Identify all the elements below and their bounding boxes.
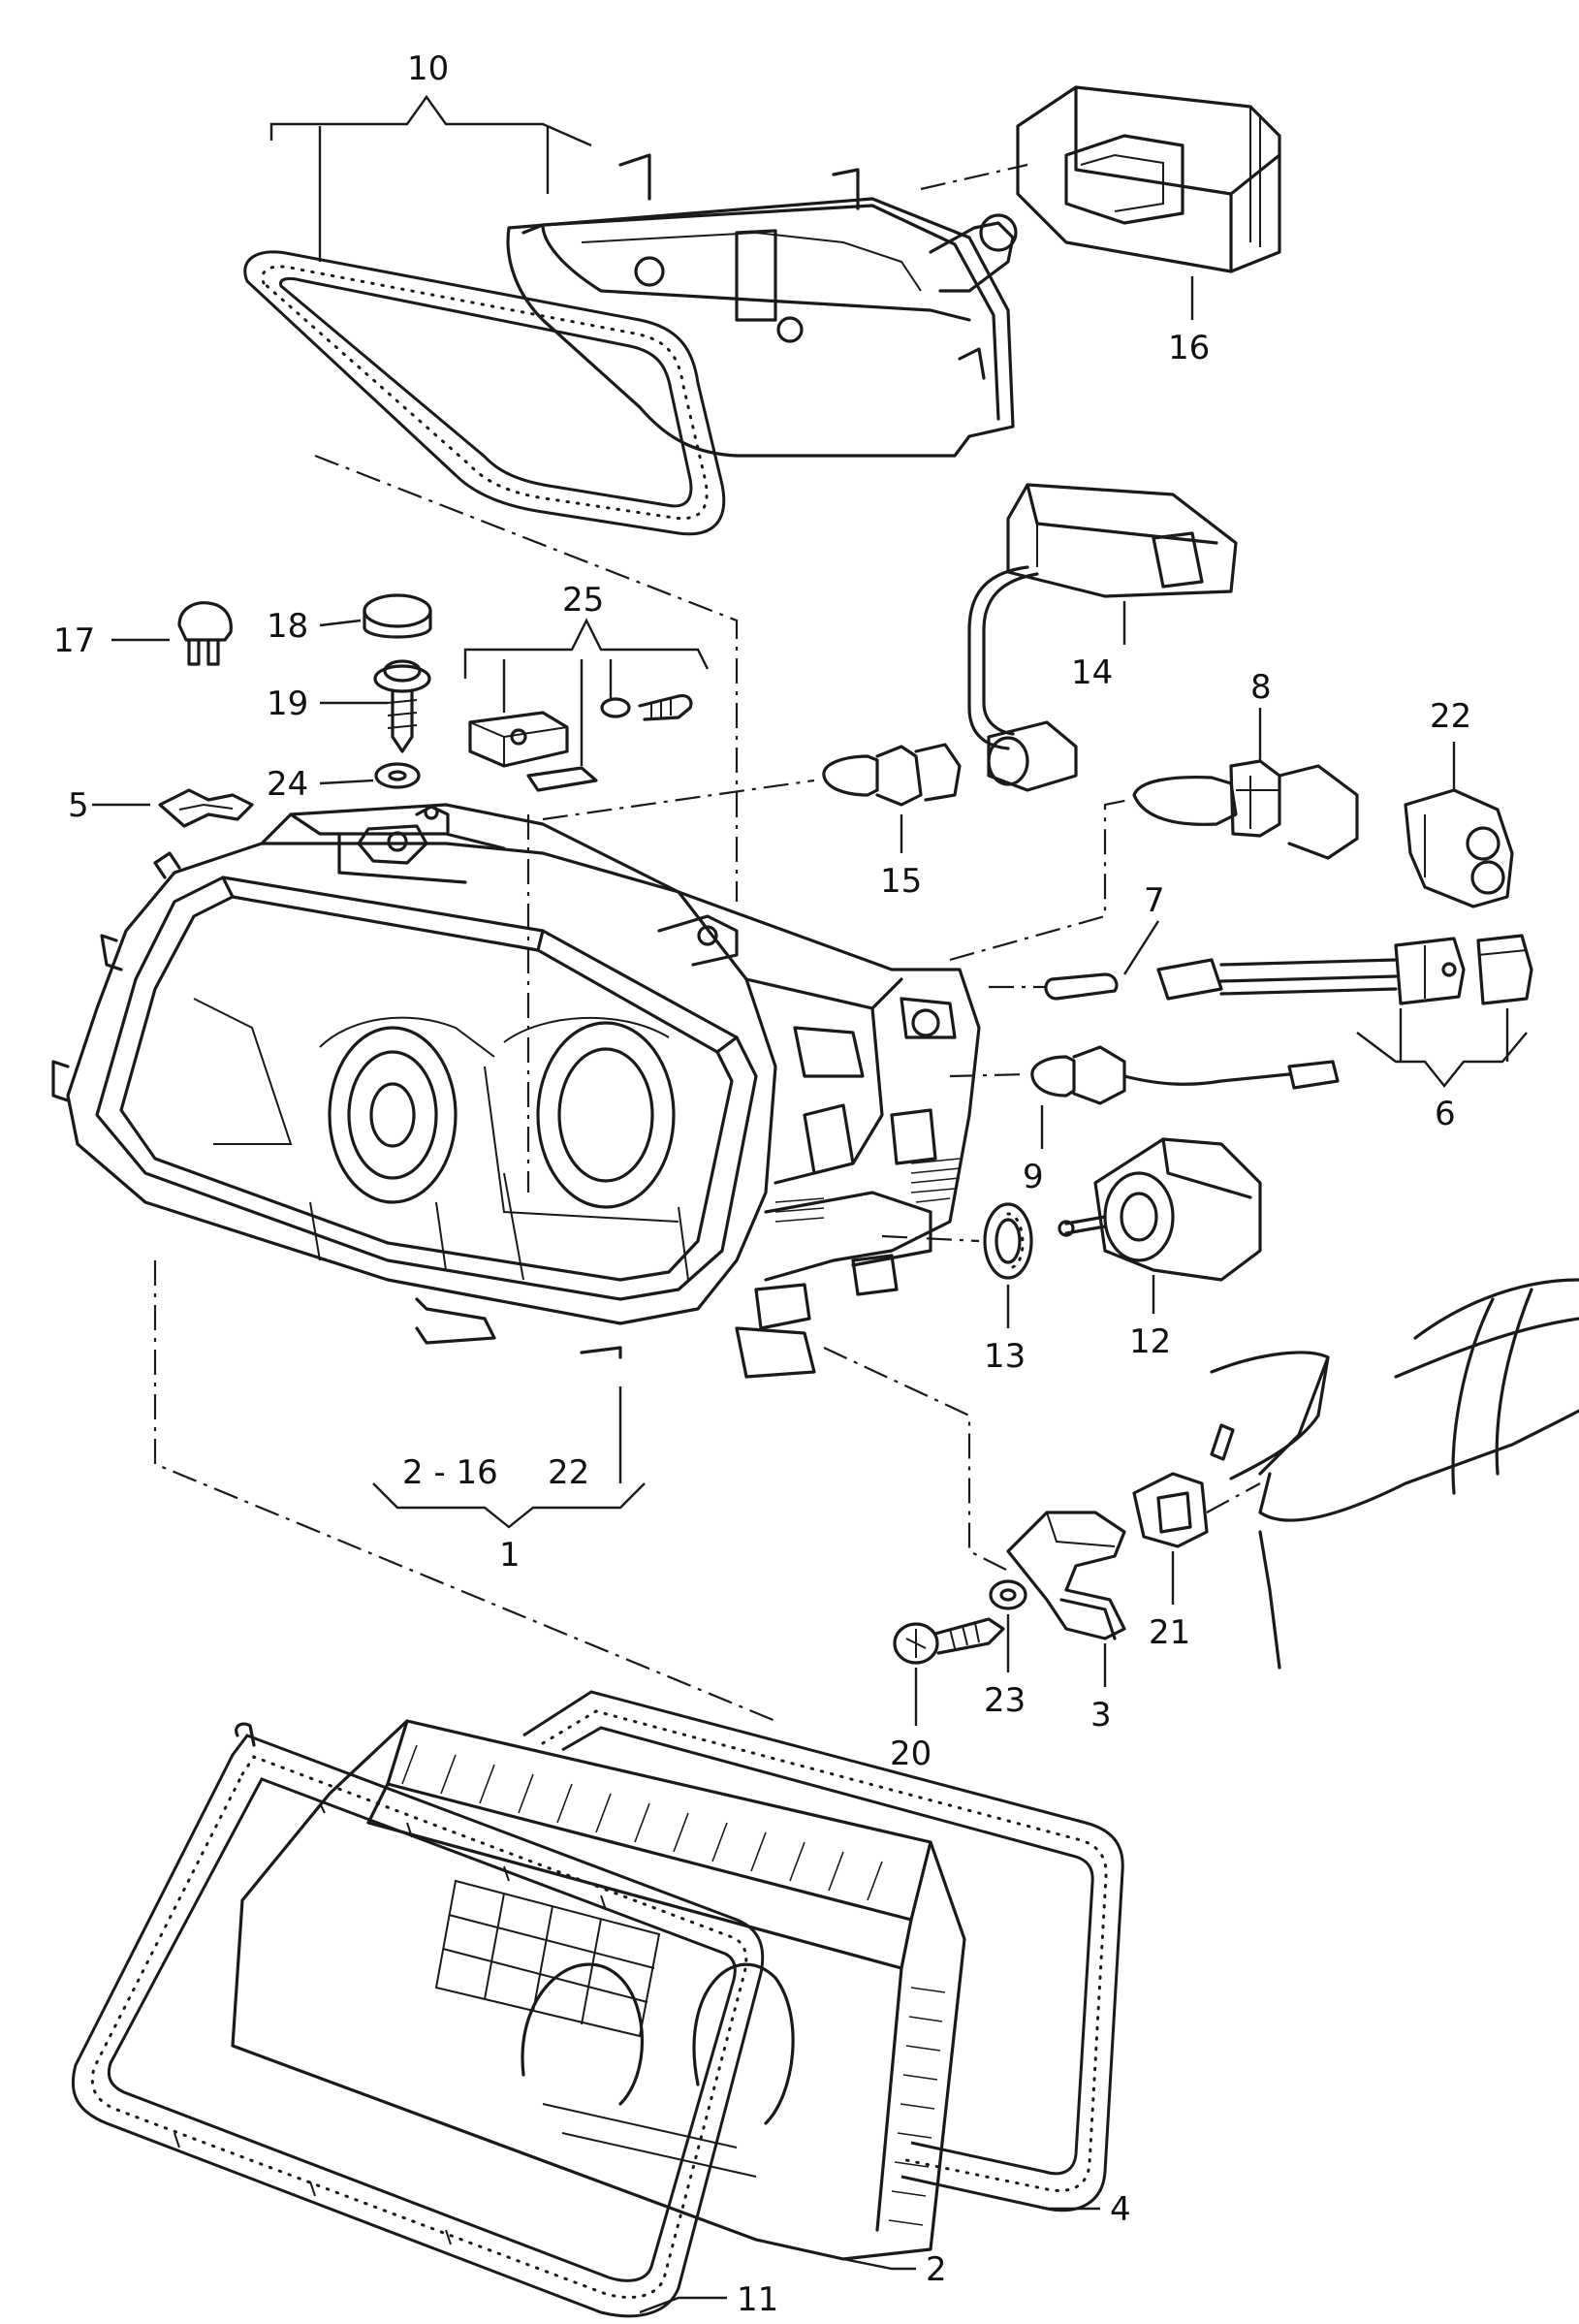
callout-24: 24: [267, 765, 308, 804]
callout-2-16: 2 - 16: [402, 1453, 498, 1492]
callout-22-top: 22: [1430, 697, 1471, 736]
part-9-bulb: [1030, 1045, 1340, 1105]
vehicle-body-outline: [1210, 1278, 1579, 1670]
part-14-igniter: [967, 483, 1238, 792]
callout-8: 8: [1250, 668, 1272, 707]
callout-25: 25: [562, 581, 604, 620]
callout-6: 6: [1435, 1095, 1456, 1133]
callout-15: 15: [880, 862, 922, 901]
callout-17: 17: [53, 621, 95, 660]
part-5-clip: [158, 788, 254, 828]
headlight-housing: [51, 803, 981, 1379]
callout-labels: 10 16 14 17 18 25 19 8 22 5 24 15 7 6 9 …: [53, 49, 1471, 2319]
callout-21: 21: [1149, 1613, 1190, 1652]
callout-14: 14: [1071, 653, 1113, 692]
part-24-washer: [374, 762, 421, 789]
callout-7: 7: [1144, 881, 1165, 920]
callout-4: 4: [1110, 2190, 1131, 2229]
callout-23: 23: [984, 1681, 1026, 1720]
callout-22-bottom: 22: [548, 1453, 589, 1492]
callout-18: 18: [267, 607, 308, 646]
part-13-seal-ring: [983, 1202, 1033, 1280]
part-3-adjuster: [1006, 1511, 1126, 1640]
part-12-servo-motor: [1058, 1137, 1262, 1282]
part-25-bracket-set: [468, 694, 693, 792]
part-15-bulb: [822, 743, 962, 807]
part-11-trim-frame: [71, 1722, 765, 2318]
callout-5: 5: [68, 786, 89, 825]
part-17-clip: [177, 601, 233, 666]
part-22-connector: [1404, 788, 1514, 908]
part-10-housing-cover-and-seal: [243, 153, 1018, 536]
callout-9: 9: [1023, 1158, 1044, 1196]
callout-10: 10: [407, 49, 449, 88]
callout-2: 2: [926, 2250, 947, 2289]
part-6-harness: [1156, 934, 1533, 1005]
callout-13: 13: [984, 1337, 1026, 1376]
callout-12: 12: [1129, 1322, 1171, 1361]
callout-20: 20: [890, 1735, 932, 1773]
callout-11: 11: [737, 2280, 778, 2319]
part-19-screw: [373, 659, 431, 753]
part-16-control-unit: [1016, 85, 1281, 273]
part-21-clip: [1132, 1472, 1209, 1548]
callout-19: 19: [267, 684, 308, 723]
part-18-cap: [363, 593, 432, 639]
leader-lines: [92, 94, 1528, 2314]
part-7-bulb: [1044, 972, 1119, 1001]
part-23-washer: [989, 1579, 1027, 1610]
part-2-lens: [231, 1719, 966, 2261]
part-20-screw: [893, 1617, 1005, 1665]
callout-3: 3: [1090, 1696, 1112, 1735]
reference-lines: [153, 163, 1261, 1723]
callout-1: 1: [499, 1536, 521, 1575]
callout-16: 16: [1168, 329, 1210, 367]
part-8-bulb: [1132, 759, 1359, 860]
